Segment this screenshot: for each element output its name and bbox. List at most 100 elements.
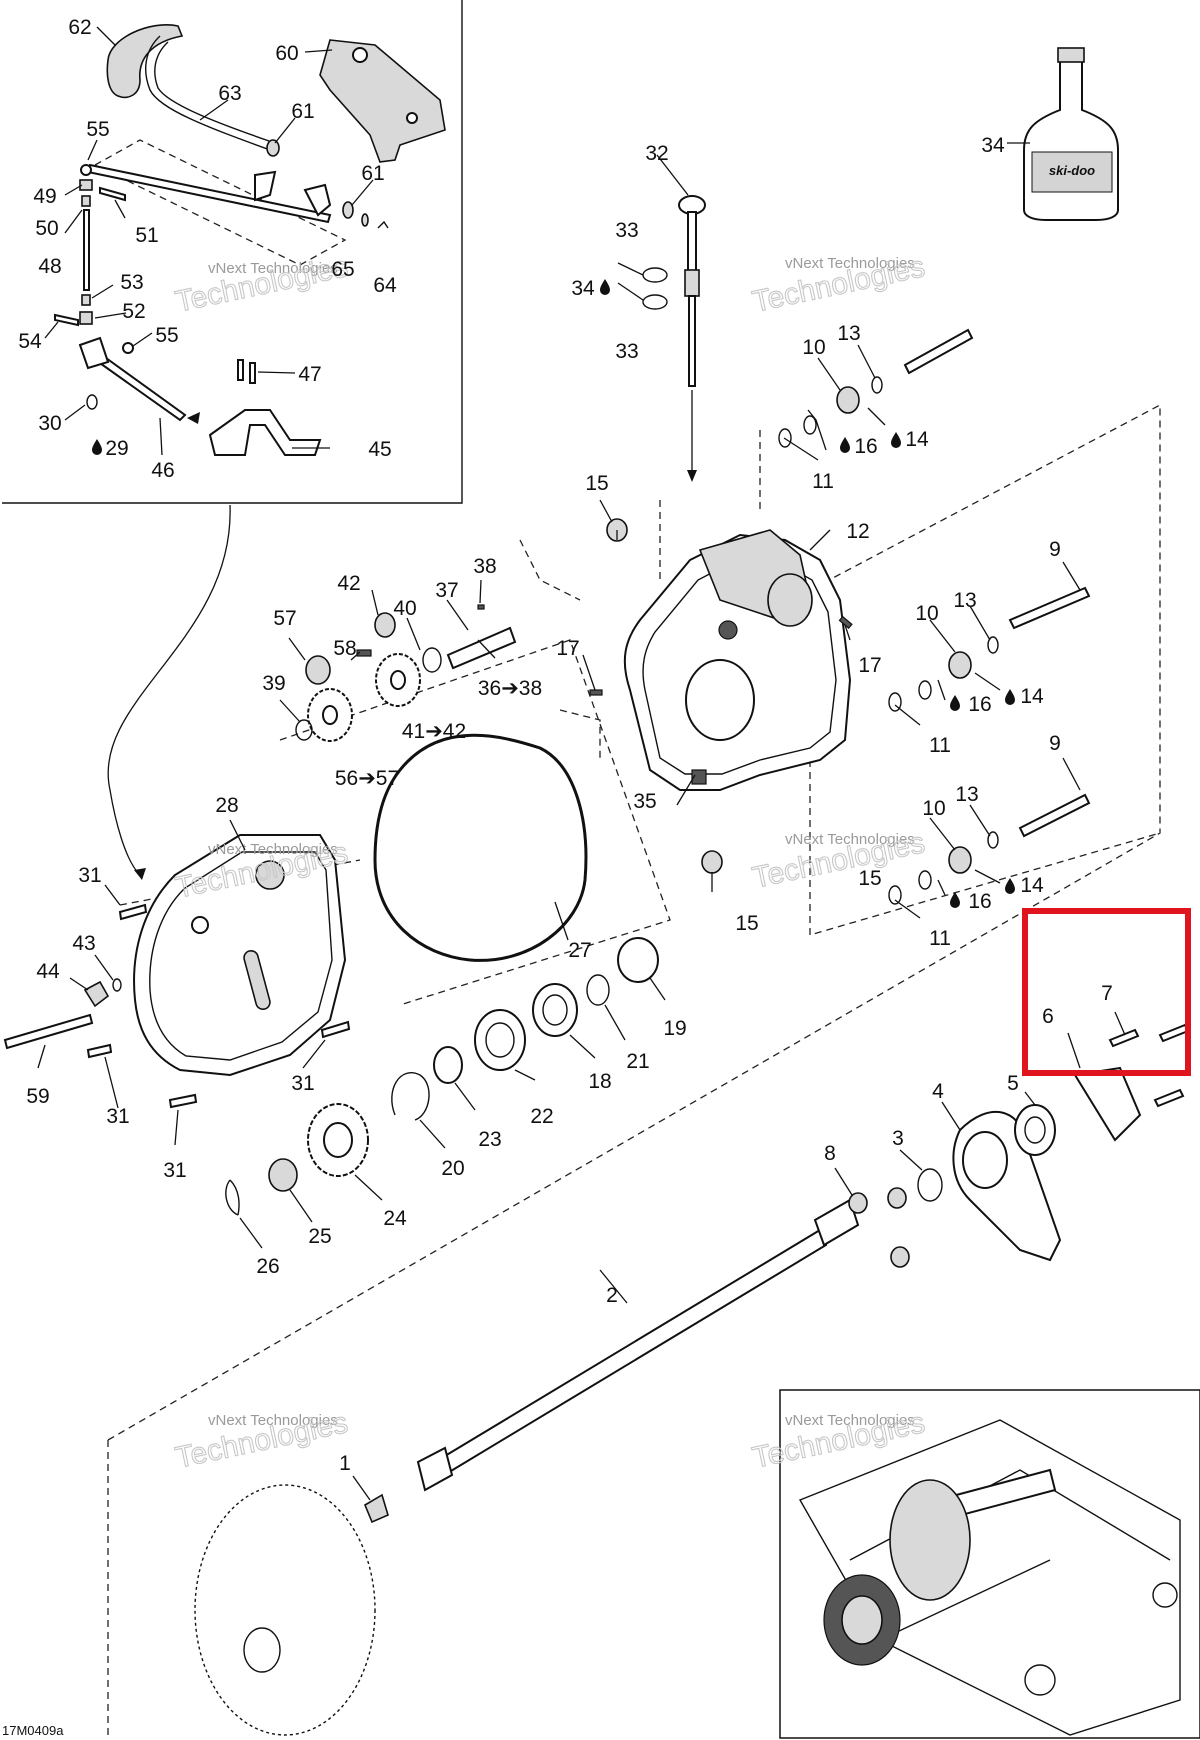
part-48-rod [83,209,90,291]
part-30-ring [86,394,98,410]
part-6-plate [1073,1066,1142,1142]
part-9-bolt-mid [1008,586,1091,630]
watermark-text: vNext Technologies [208,260,338,277]
part-9-bolt-top [903,328,974,375]
cover-flange [149,851,333,1061]
part-13-washer-mid [987,636,999,654]
callout-33: 33 [615,219,638,242]
part-8-nut-c [890,1246,910,1268]
lubricant-16-icon [840,437,850,453]
part-35-plug [691,769,707,785]
insert-arrow-icon [187,412,200,424]
gear-hub-b [390,670,406,690]
callout-31c: 31 [106,1105,129,1128]
part-49-rodend [79,179,93,191]
part-10-nut [836,386,860,414]
callout-7: 7 [1101,982,1113,1005]
part-39-washer [295,719,313,741]
housing-bore [685,659,755,741]
part-7-bolt [1108,1028,1140,1048]
callout-1: 1 [339,1452,351,1475]
callout-16: 16 [854,435,877,458]
part-31-bolt-b [86,1043,113,1059]
part-47-pin [237,359,244,381]
bearing-5-inner [1024,1116,1046,1144]
part-53-nut [81,294,91,306]
gear-frame [279,639,671,1006]
part-5-bearing [1014,1104,1056,1156]
callout-21: 21 [626,1050,649,1073]
callout-40: 40 [393,597,416,620]
callout-41-42: 41➔42 [402,720,466,743]
part-51-bolt [99,186,126,202]
part-43-washer [112,978,122,992]
part-58-key [356,649,372,657]
figure-code: 17M0409a [2,1723,64,1738]
callout-19: 19 [663,1017,686,1040]
part-7-bolt-c [1153,1088,1185,1108]
drive-shaft-assembly [194,1023,1190,1736]
linkage-inset [2,0,463,880]
callout-64: 64 [373,274,397,297]
inset-dashed-frame [93,139,347,266]
callout-37: 37 [435,579,458,602]
callout-14b: 14 [1020,685,1044,708]
callout-6: 6 [1042,1005,1054,1028]
highlight-box-parts-6-7 [1022,908,1191,1076]
part-45-lever [208,409,322,456]
callout-34b: 34 [571,277,595,300]
cover-rib [243,949,271,1011]
callout-58: 58 [333,637,356,660]
part-64-clip [377,220,389,229]
guide-arrowhead-icon [134,868,146,880]
callout-55b: 55 [155,324,178,347]
part-63-rod [144,35,271,151]
part-34-oil-bottle: ski-doo [1023,47,1119,221]
part-57-bearing [305,655,331,685]
lubricant-29-icon [92,439,102,455]
bottle-brand-label: ski-doo [1049,163,1095,178]
part-38-pin [477,604,485,610]
location-inset [779,1389,1200,1739]
inset-guide-curve [107,504,231,876]
part-31-bolt-d [320,1020,351,1039]
watermark-text: vNext Technologies [208,841,338,858]
callout-9b: 9 [1049,732,1061,755]
lubricant-14c-icon [1005,878,1015,894]
callout-8: 8 [824,1142,836,1165]
part-54-bolt [54,313,79,327]
callout-leaders [37,26,1126,1501]
part-19-spacer [617,937,659,983]
part-62-handle [106,24,184,99]
callout-55: 55 [86,118,109,141]
callout-10c: 10 [922,797,945,820]
callout-26: 26 [256,1255,279,1278]
lubricant-14-icon [891,432,901,448]
right-fastener-sets [606,328,1091,905]
part-27-gasket [373,733,588,962]
part-46-lever [78,336,110,370]
part-60-bracket [319,39,446,163]
down-arrow-icon [687,470,697,482]
brake-disc-hub [243,1627,281,1673]
callout-12: 12 [846,520,869,543]
callout-32: 32 [645,142,668,165]
housing-dashed-guides [559,430,1161,936]
part-9-bolt-low [1018,793,1091,838]
inset-frame-bottom-right [779,1389,1200,1739]
callout-62: 62 [68,16,91,39]
callout-16c: 16 [968,890,991,913]
callout-63: 63 [218,82,241,105]
part-13-washer-low [987,831,999,849]
callout-2: 2 [606,1284,618,1307]
part-18-seal [532,983,578,1037]
callout-49: 49 [33,185,56,208]
flange-bore [962,1131,1008,1189]
part-8-nut [848,1192,868,1214]
callout-13c: 13 [955,783,978,806]
callout-59: 59 [26,1085,49,1108]
callout-31: 31 [78,864,101,887]
part-17-dowel-b [838,615,853,630]
linkage-arm-2 [303,183,332,217]
part-31-bolt [118,903,148,921]
